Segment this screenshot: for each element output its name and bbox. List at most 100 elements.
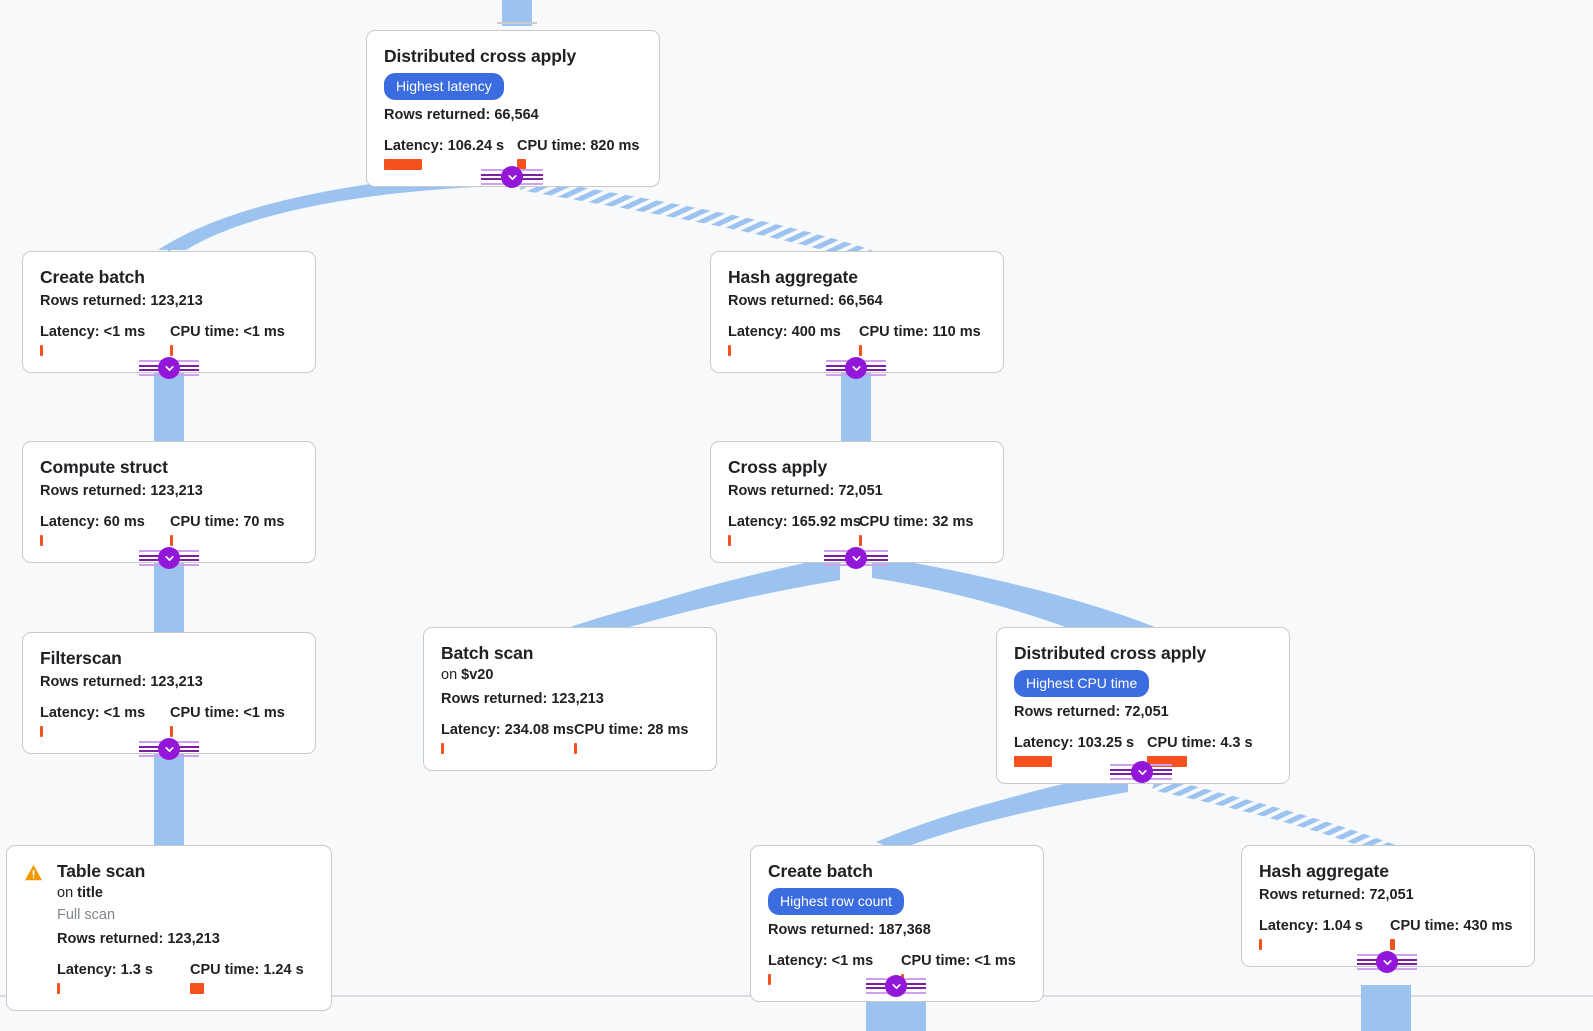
node-target: on $v20 (441, 665, 699, 686)
chevron-down-icon (164, 365, 174, 371)
status-badge-highest-row-count: Highest row count (768, 888, 905, 916)
node-rows-returned: Rows returned: 123,213 (40, 293, 203, 310)
metric-cpu: CPU time: <1 ms (901, 953, 1016, 986)
node-rows-returned: Rows returned: 66,564 (384, 107, 539, 124)
plan-node-table-scan[interactable]: Table scan on title Full scan Rows retur… (6, 845, 332, 1012)
node-title: Cross apply (728, 457, 828, 477)
node-target-prefix: on (57, 885, 78, 902)
metric-cpu: CPU time: 110 ms (859, 324, 981, 357)
metric-cpu-label: CPU time: 1.24 s (190, 962, 304, 979)
chevron-down-icon (1137, 769, 1147, 775)
plan-node-distributed-cross-apply-inner[interactable]: Distributed cross apply Highest CPU time… (996, 627, 1290, 785)
node-title: Distributed cross apply (384, 46, 577, 66)
node-metrics: Latency: 400 ms CPU time: 110 ms (728, 324, 986, 357)
node-title: Filterscan (40, 648, 122, 668)
metric-latency-bar (728, 345, 731, 357)
metric-latency: Latency: <1 ms (40, 324, 170, 357)
node-rows-returned: Rows returned: 123,213 (40, 674, 203, 691)
metric-latency-bar (384, 159, 422, 171)
plan-node-create-batch-left[interactable]: Create batch Rows returned: 123,213 Late… (22, 251, 316, 374)
metric-cpu-bar (170, 726, 173, 738)
metric-latency: Latency: 103.25 s (1014, 735, 1147, 768)
metric-cpu-label: CPU time: 28 ms (574, 722, 689, 739)
metric-cpu-bar (517, 159, 526, 171)
metric-cpu-label: CPU time: <1 ms (170, 705, 285, 722)
chevron-down-icon (891, 983, 901, 989)
metric-cpu-label: CPU time: 110 ms (859, 324, 981, 341)
plan-node-filterscan[interactable]: Filterscan Rows returned: 123,213 Latenc… (22, 632, 316, 755)
toggle-collapse-filterscan[interactable] (158, 738, 180, 760)
metric-cpu-label: CPU time: 430 ms (1390, 918, 1513, 935)
node-metrics: Latency: 165.92 ms CPU time: 32 ms (728, 514, 986, 547)
plan-node-batch-scan[interactable]: Batch scan on $v20 Rows returned: 123,21… (423, 627, 717, 772)
toggle-collapse-distributed-cross-apply-root[interactable] (501, 166, 523, 188)
metric-latency-bar (441, 743, 444, 755)
toggle-collapse-cross-apply[interactable] (845, 547, 867, 569)
metric-latency-bar (1014, 756, 1052, 768)
metric-latency-label: Latency: <1 ms (40, 705, 146, 722)
node-title: Batch scan (441, 643, 534, 663)
metric-cpu: CPU time: 430 ms (1390, 918, 1513, 951)
metric-cpu-label: CPU time: <1 ms (170, 324, 285, 341)
edge-root-divider (497, 22, 537, 24)
node-metrics: Latency: <1 ms CPU time: <1 ms (768, 953, 1026, 986)
metric-latency: Latency: 165.92 ms (728, 514, 861, 547)
plan-node-distributed-cross-apply-root[interactable]: Distributed cross apply Highest latency … (366, 30, 660, 188)
node-target-prefix: on (441, 667, 462, 684)
node-target-value: title (77, 885, 103, 902)
node-rows-returned: Rows returned: 72,051 (728, 483, 883, 500)
toggle-collapse-compute-struct[interactable] (158, 547, 180, 569)
toggle-collapse-create-batch-highest-rows[interactable] (885, 975, 907, 997)
plan-node-hash-aggregate-upper[interactable]: Hash aggregate Rows returned: 66,564 Lat… (710, 251, 1004, 374)
plan-node-hash-aggregate-lower[interactable]: Hash aggregate Rows returned: 72,051 Lat… (1241, 845, 1535, 968)
metric-cpu-bar (859, 345, 862, 357)
chevron-down-icon (851, 555, 861, 561)
metric-cpu-bar (1147, 756, 1187, 768)
node-metrics: Latency: 106.24 s CPU time: 820 ms (384, 138, 642, 171)
metric-latency-bar (768, 974, 771, 986)
node-rows-returned: Rows returned: 187,368 (768, 922, 931, 939)
node-target: on title (57, 883, 314, 904)
node-rows-returned: Rows returned: 66,564 (728, 293, 883, 310)
edge-n5-n7 (560, 556, 841, 638)
metric-latency-bar (57, 983, 60, 995)
metric-latency: Latency: 400 ms (728, 324, 859, 357)
node-rows-returned: Rows returned: 123,213 (57, 931, 220, 948)
node-metrics: Latency: 1.04 s CPU time: 430 ms (1259, 918, 1517, 951)
metric-latency-label: Latency: <1 ms (40, 324, 146, 341)
metric-cpu-label: CPU time: 820 ms (517, 138, 640, 155)
chevron-down-icon (164, 555, 174, 561)
toggle-collapse-hash-aggregate-upper[interactable] (845, 357, 867, 379)
edge-n1-n3-hatched (520, 176, 872, 262)
metric-latency-bar (40, 345, 43, 357)
node-metrics: Latency: <1 ms CPU time: <1 ms (40, 324, 298, 357)
status-badge-highest-latency: Highest latency (384, 73, 504, 101)
metric-latency-label: Latency: 400 ms (728, 324, 841, 341)
node-title: Hash aggregate (1259, 861, 1389, 881)
metric-cpu-bar (574, 743, 577, 755)
metric-latency-bar (40, 535, 43, 547)
edge-root-stub (502, 0, 532, 26)
plan-node-compute-struct[interactable]: Compute struct Rows returned: 123,213 La… (22, 441, 316, 564)
metric-latency-label: Latency: <1 ms (768, 953, 874, 970)
chevron-down-icon (851, 365, 861, 371)
chevron-down-icon (1382, 959, 1392, 965)
metric-latency-bar (728, 535, 731, 547)
toggle-collapse-hash-aggregate-lower[interactable] (1376, 951, 1398, 973)
metric-latency: Latency: <1 ms (768, 953, 901, 986)
node-title: Distributed cross apply (1014, 643, 1207, 663)
metric-cpu-bar (1390, 939, 1395, 951)
metric-latency-label: Latency: 106.24 s (384, 138, 505, 155)
node-rows-returned: Rows returned: 72,051 (1014, 704, 1169, 721)
metric-cpu: CPU time: <1 ms (170, 324, 285, 357)
metric-latency: Latency: <1 ms (40, 705, 170, 738)
plan-node-cross-apply[interactable]: Cross apply Rows returned: 72,051 Latenc… (710, 441, 1004, 564)
metric-cpu: CPU time: 70 ms (170, 514, 284, 547)
node-metrics: Latency: 234.08 ms CPU time: 28 ms (441, 722, 699, 755)
node-title: Create batch (40, 267, 145, 287)
toggle-collapse-create-batch-left[interactable] (158, 357, 180, 379)
metric-latency: Latency: 1.3 s (57, 962, 190, 995)
toggle-collapse-distributed-cross-apply-inner[interactable] (1131, 761, 1153, 783)
metric-cpu: CPU time: 32 ms (859, 514, 973, 547)
